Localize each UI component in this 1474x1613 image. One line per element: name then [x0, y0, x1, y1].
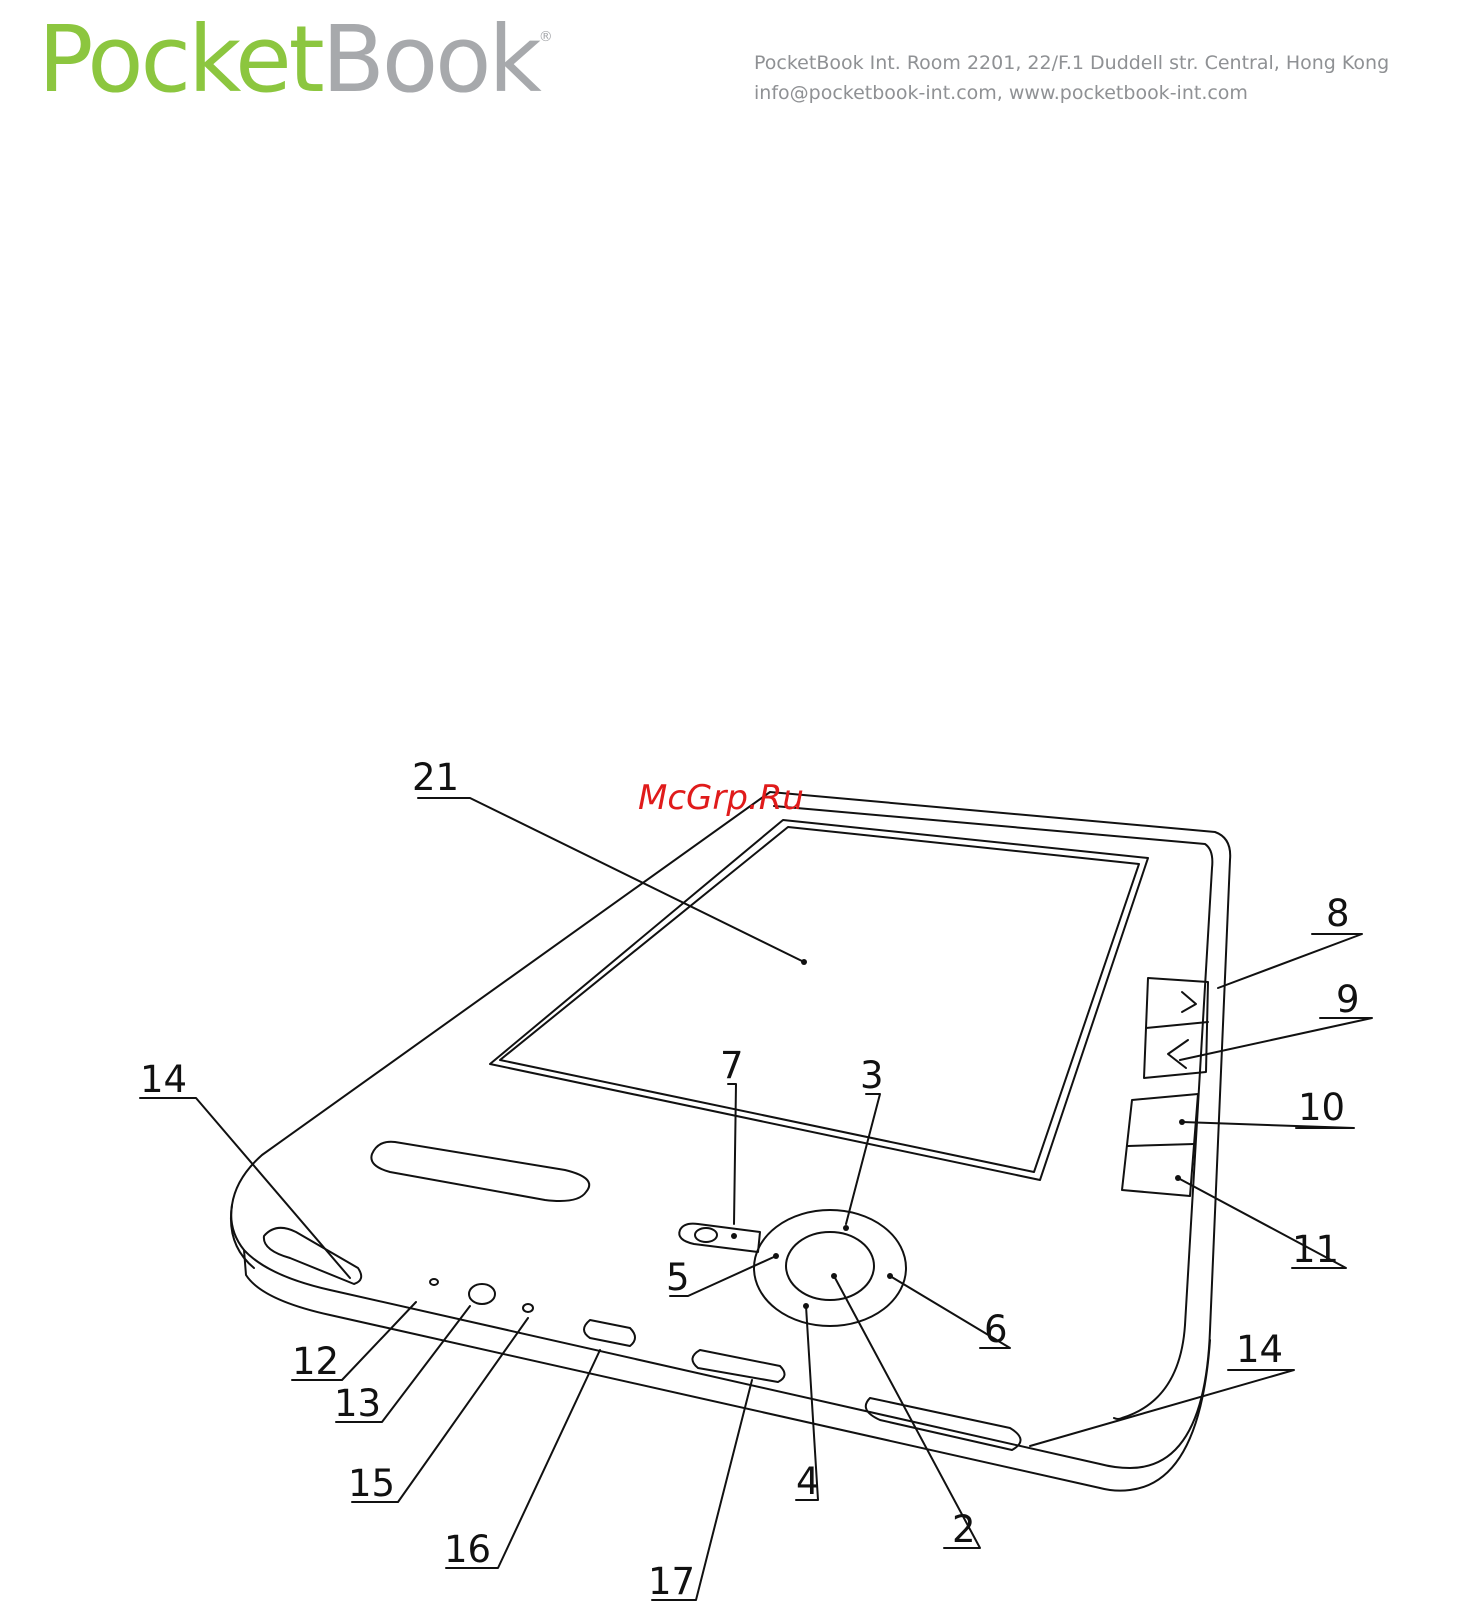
arrow-forward-icon: [1182, 992, 1196, 1012]
marker-10: [1179, 1119, 1185, 1125]
marker-3: [843, 1225, 849, 1231]
callout-4: 4: [796, 1460, 820, 1503]
callout-6: 6: [984, 1308, 1008, 1351]
device-outline: [231, 792, 1230, 1468]
callout-21: 21: [412, 756, 459, 799]
menu-button: [679, 1224, 760, 1252]
sd-card-slot: [692, 1350, 784, 1382]
callout-3: 3: [860, 1054, 884, 1097]
nav-ring: [754, 1210, 906, 1326]
led-hole: [430, 1279, 438, 1285]
callout-9: 9: [1336, 978, 1360, 1021]
usb-port: [584, 1320, 635, 1346]
callout-14-right: 14: [1236, 1328, 1283, 1371]
marker-5: [773, 1253, 779, 1259]
marker-7: [731, 1233, 737, 1239]
headphone-jack: [469, 1284, 495, 1304]
arrow-back-icon: [1168, 1040, 1188, 1068]
callout-16: 16: [444, 1528, 491, 1571]
callout-5: 5: [666, 1256, 690, 1299]
callout-11: 11: [1292, 1228, 1339, 1271]
side-button-forward-divider: [1146, 1022, 1208, 1028]
strap-loop-left: [264, 1228, 361, 1284]
marker-2: [831, 1273, 837, 1279]
callout-15: 15: [348, 1462, 395, 1505]
side-button-lower-divider: [1128, 1144, 1194, 1146]
reset-hole: [523, 1304, 533, 1312]
speaker-pill: [371, 1142, 589, 1201]
ok-button: [786, 1232, 874, 1300]
leader-7: [728, 1084, 736, 1224]
marker-11: [1175, 1175, 1181, 1181]
marker-4: [803, 1303, 809, 1309]
marker-21: [801, 959, 807, 965]
callout-10: 10: [1298, 1086, 1345, 1129]
device-bottom-edge: [244, 1250, 1210, 1491]
callout-2: 2: [952, 1508, 976, 1551]
strap-loop-right: [866, 1398, 1021, 1450]
callout-8: 8: [1326, 892, 1350, 935]
callout-7: 7: [720, 1044, 744, 1087]
screen-inner: [500, 827, 1139, 1172]
callout-12: 12: [292, 1340, 339, 1383]
leader-21: [418, 798, 804, 962]
device-left-edge: [231, 1205, 254, 1268]
callout-14-left: 14: [140, 1058, 187, 1101]
callout-13: 13: [334, 1382, 381, 1425]
menu-button-icon: [695, 1228, 717, 1242]
callout-17: 17: [648, 1560, 695, 1603]
leader-9: [1180, 1018, 1372, 1060]
leader-3: [846, 1094, 880, 1224]
marker-6: [887, 1273, 893, 1279]
watermark-text: McGrp.Ru: [638, 778, 804, 818]
leader-14b: [1030, 1370, 1294, 1446]
